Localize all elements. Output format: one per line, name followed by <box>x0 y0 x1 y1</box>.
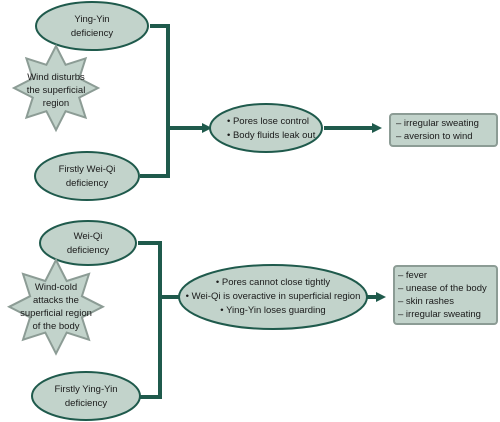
bottom-star-line-2: attacks the <box>33 295 79 306</box>
top-symptom-2: – aversion to wind <box>396 131 473 142</box>
bottom-mechanism-line-1: • Pores cannot close tightly <box>216 277 330 288</box>
top-mechanism-line-2: • Body fluids leak out <box>227 130 316 141</box>
bottom-cause-bottom-node: Firstly Ying-Yin deficiency <box>31 371 141 421</box>
top-star-node: Wind disturbs the superficial region <box>11 43 101 133</box>
bottom-star-line-1: Wind-cold <box>35 282 77 293</box>
bottom-symptom-4: – irregular sweating <box>398 309 481 320</box>
top-cause-top-line-1: Ying-Yin <box>74 14 109 25</box>
top-star-line-3: region <box>43 98 69 109</box>
top-mechanism-line-1: • Pores lose control <box>227 116 309 127</box>
bottom-cause-bottom-line-2: deficiency <box>65 398 107 409</box>
bottom-symptom-2: – unease of the body <box>398 283 487 294</box>
top-bracket-line <box>140 24 198 178</box>
bottom-symptom-1: – fever <box>398 270 427 281</box>
bottom-star-line-3: superficial region <box>20 308 92 319</box>
bottom-symptoms-box: – fever – unease of the body – skin rash… <box>393 265 498 325</box>
top-symptoms-box: – irregular sweating – aversion to wind <box>389 113 498 147</box>
bottom-star-node: Wind-cold attacks the superficial region… <box>6 257 106 356</box>
top-star-line-2: the superficial <box>27 85 86 96</box>
bottom-cause-top-line-2: deficiency <box>67 245 109 256</box>
bottom-cause-top-line-1: Wei-Qi <box>74 231 103 242</box>
bottom-mechanism-node: • Pores cannot close tightly • Wei-Qi is… <box>178 264 368 330</box>
bottom-section: Wei-Qi deficiency Wind-cold attacks the … <box>6 220 498 421</box>
top-cause-top-node: Ying-Yin deficiency <box>35 1 149 51</box>
bottom-bracket-line <box>138 241 180 399</box>
top-cause-top-line-2: deficiency <box>71 28 113 39</box>
top-cause-bottom-node: Firstly Wei-Qi deficiency <box>34 151 140 201</box>
top-cause-bottom-line-1: Firstly Wei-Qi <box>59 164 116 175</box>
top-mechanism-node: • Pores lose control • Body fluids leak … <box>209 103 323 153</box>
bottom-cause-top-node: Wei-Qi deficiency <box>39 220 137 266</box>
bottom-mechanism-line-3: • Ying-Yin loses guarding <box>220 305 325 316</box>
top-symptom-1: – irregular sweating <box>396 118 479 129</box>
bottom-symptom-3: – skin rashes <box>398 296 454 307</box>
bottom-star-line-4: of the body <box>32 321 79 332</box>
top-cause-bottom-line-2: deficiency <box>66 178 108 189</box>
top-section: Ying-Yin deficiency Wind disturbs the su… <box>11 1 498 201</box>
top-star-line-1: Wind disturbs <box>27 72 85 83</box>
bottom-cause-bottom-line-1: Firstly Ying-Yin <box>55 384 118 395</box>
bottom-mechanism-line-2: • Wei-Qi is overactive in superficial re… <box>186 291 361 302</box>
